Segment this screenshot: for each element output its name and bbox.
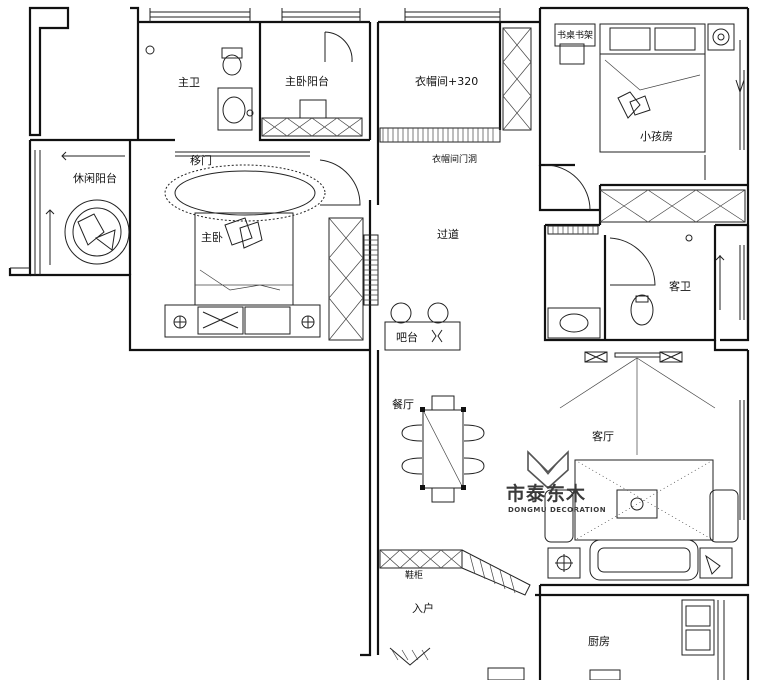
entrance: 鞋柜 入户 [379, 549, 531, 666]
label-dining: 餐厅 [392, 397, 414, 411]
label-guest-bath: 客卫 [669, 279, 691, 293]
corridor: 过道 [437, 164, 746, 242]
windows [10, 8, 745, 520]
guest-bath: 客卫 [547, 237, 725, 339]
watermark: 市泰东木 DONGMU DECORATION [506, 450, 606, 514]
label-living: 客厅 [592, 429, 614, 443]
bar: 吧台 [384, 302, 461, 351]
label-shoe-cabinet: 鞋柜 [405, 569, 423, 581]
watermark-subtitle: DONGMU DECORATION [508, 506, 606, 514]
label-leisure-balcony: 休闲阳台 [73, 171, 117, 185]
label-master-balcony: 主卧阳台 [285, 74, 329, 88]
child-room: 书桌书架 小孩房 [554, 23, 745, 180]
label-sliding-door: 移门 [190, 153, 212, 167]
leisure-balcony: 休闲阳台 [45, 151, 130, 265]
label-entrance: 入户 [412, 601, 434, 615]
living: 客厅 [544, 351, 739, 581]
label-master-bath: 主卫 [178, 76, 200, 89]
label-kitchen: 厨房 [588, 635, 610, 648]
label-closet-door: 衣帽间门洞 [432, 153, 477, 165]
label-child-room: 小孩房 [640, 130, 673, 143]
master-bath: 主卫 [145, 45, 254, 131]
wardrobe: 衣帽间+320 衣帽间门洞 [379, 27, 532, 165]
label-bar: 吧台 [396, 330, 418, 344]
walls [8, 6, 750, 680]
kitchen: 厨房 [487, 599, 725, 680]
label-master-bedroom: 主卧 [201, 231, 223, 244]
master-bedroom: 移门 主卧 [164, 151, 379, 341]
dining: 餐厅 [392, 395, 485, 503]
watermark-title: 市泰东木 [506, 482, 586, 505]
label-corridor: 过道 [437, 227, 459, 241]
label-study-desk: 书桌书架 [557, 29, 593, 41]
master-balcony: 主卧阳台 [261, 31, 363, 137]
label-wardrobe: 衣帽间+320 [415, 74, 478, 88]
